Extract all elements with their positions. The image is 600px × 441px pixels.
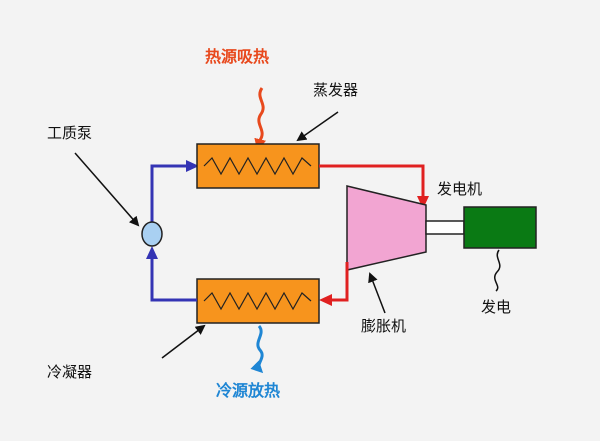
evaporator-inlet-arrowhead xyxy=(186,160,199,172)
condenser-label: 冷凝器 xyxy=(47,363,92,381)
heat-source-label: 热源吸热 xyxy=(205,47,269,66)
expander-label: 膨胀机 xyxy=(361,317,406,335)
shaft xyxy=(425,220,465,235)
generator-label: 发电机 xyxy=(437,180,482,198)
heat-output-wavy-arrow xyxy=(250,325,264,374)
pump-label: 工质泵 xyxy=(47,124,92,142)
cold-pipe-condenser-to-pump xyxy=(150,256,197,302)
power-label: 发电 xyxy=(481,298,511,316)
cold-source-label: 冷源放热 xyxy=(216,381,280,400)
pump-inlet-arrowhead xyxy=(146,246,158,259)
evaporator-label: 蒸发器 xyxy=(313,81,358,99)
condenser xyxy=(196,278,320,324)
hot-pipe-expander-to-condenser xyxy=(328,262,349,302)
evaporator-coil xyxy=(203,156,312,176)
heat-input-wavy-arrow xyxy=(254,87,267,151)
pump-pointer xyxy=(74,152,140,227)
evaporator-pointer xyxy=(296,111,339,142)
condenser-inlet-arrowhead xyxy=(319,294,332,306)
cold-pipe-pump-to-evaporator xyxy=(150,164,191,222)
hot-pipe-evaporator-to-expander xyxy=(319,164,425,200)
expander-pointer xyxy=(368,272,386,314)
evaporator xyxy=(196,143,320,189)
expander-inlet-arrowhead xyxy=(417,196,429,209)
expander-turbine xyxy=(346,185,427,271)
condenser-coil xyxy=(203,291,312,311)
condenser-pointer xyxy=(161,324,206,359)
power-output-wavy-line xyxy=(493,249,501,292)
generator xyxy=(463,206,537,249)
pump xyxy=(141,221,163,247)
